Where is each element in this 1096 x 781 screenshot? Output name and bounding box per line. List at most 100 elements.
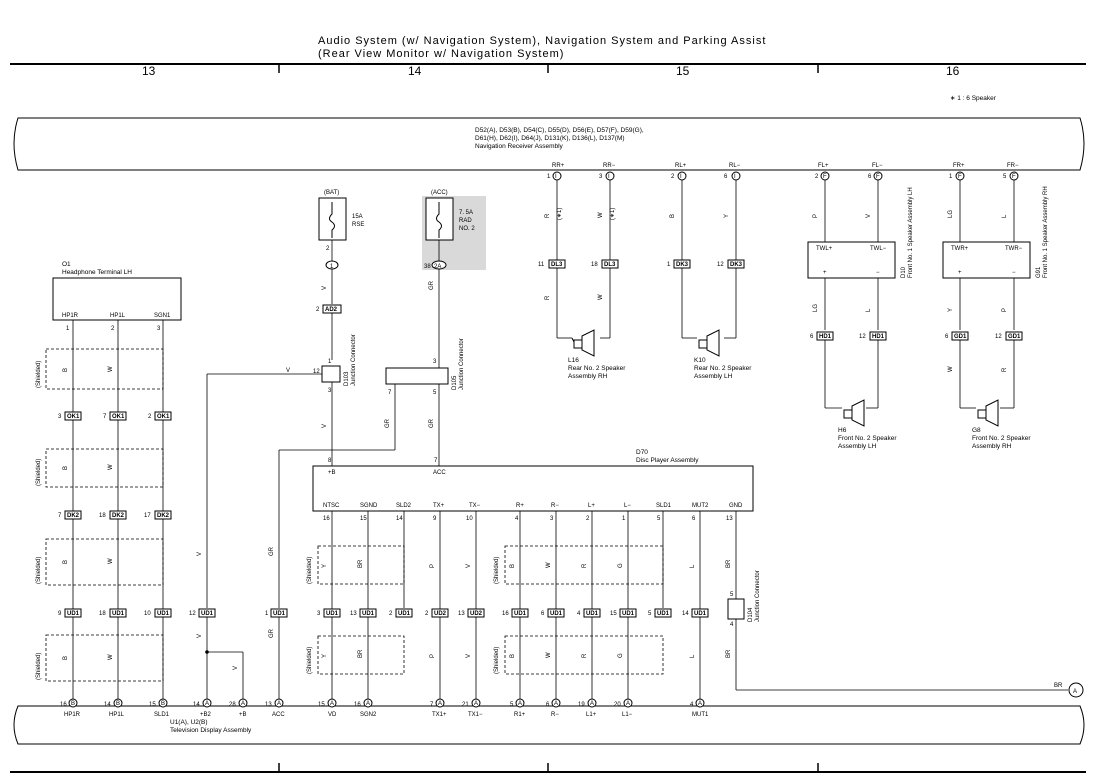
svg-text:+: + [958, 270, 962, 276]
shielded-label-5: (Shielded) [307, 557, 313, 584]
wire-color-mut2: L [690, 564, 696, 568]
wire-color-fl-low-minus: L [866, 308, 872, 312]
svg-text:DL3: DL3 [604, 262, 616, 268]
nav-receiver-name: Navigation Receiver Assembly [475, 143, 564, 150]
junction-d105: 3 7 5 D105 Junction Connector [386, 338, 465, 396]
svg-text:15A: 15A [352, 214, 363, 220]
svg-text:D105: D105 [452, 375, 458, 390]
connector-dl3-a: DL3 11 [538, 260, 565, 268]
svg-text:R+: R+ [516, 503, 524, 509]
svg-text:R1+: R1+ [514, 712, 526, 718]
svg-text:12: 12 [313, 369, 320, 375]
svg-text:16: 16 [60, 702, 67, 708]
svg-text:A: A [241, 701, 245, 707]
svg-text:TX1+: TX1+ [432, 712, 447, 718]
nav-receiver-outline [14, 118, 1084, 170]
svg-text:12: 12 [189, 611, 196, 617]
wire-color-rr-plus-low: R [545, 295, 551, 300]
shield-boxes-left [46, 349, 163, 681]
svg-text:TWR+: TWR+ [951, 246, 969, 252]
connector-ad2: AD2 2 [316, 305, 341, 313]
nav-pin-fr-plus: FR+ 1 F [949, 163, 965, 180]
svg-text:1: 1 [622, 516, 626, 522]
wire-color-vd: Y [322, 654, 328, 658]
wire-color-tx1-plus: P [430, 654, 436, 658]
wire-color-hp1l-c: W [108, 558, 114, 564]
svg-text:2A: 2A [434, 264, 441, 270]
svg-text:B: B [161, 701, 165, 707]
svg-text:15: 15 [149, 702, 156, 708]
svg-text:6: 6 [945, 334, 949, 340]
svg-text:D70: D70 [636, 449, 648, 456]
svg-text:D104: D104 [748, 607, 754, 622]
svg-text:9: 9 [58, 611, 62, 617]
svg-text:UD1: UD1 [586, 611, 599, 617]
diagram-title-line1: Audio System (w/ Navigation System), Nav… [318, 35, 766, 47]
junction-d103: 1 12 3 D103 Junction Connector [313, 334, 357, 394]
svg-text:TX1−: TX1− [468, 712, 483, 718]
svg-text:1: 1 [265, 611, 269, 617]
svg-text:UD2: UD2 [470, 611, 483, 617]
connector-gd1-b: GD1 12 [995, 332, 1022, 340]
wire-color-r1-minus: W [546, 652, 552, 658]
svg-text:UD1: UD1 [398, 611, 411, 617]
svg-text:+: + [823, 270, 827, 276]
shielded-label-3: (Shielded) [36, 557, 42, 584]
svg-text:R−: R− [551, 712, 559, 718]
svg-text:12: 12 [995, 334, 1002, 340]
svg-text:SGN2: SGN2 [360, 712, 377, 718]
svg-text:Front No. 1 Speaker Assembly L: Front No. 1 Speaker Assembly LH [908, 187, 914, 278]
nav-receiver-codes1: D52(A), D53(B), D54(C), D55(D), D56(E), … [475, 127, 644, 134]
svg-text:38: 38 [424, 264, 431, 270]
svg-text:D103: D103 [344, 371, 350, 386]
svg-text:DK2: DK2 [157, 513, 170, 519]
svg-text:Assembly LH: Assembly LH [694, 373, 733, 380]
svg-text:GD1: GD1 [954, 334, 967, 340]
connector-ud1-1: UD1 1 [265, 609, 287, 617]
svg-text:TWL−: TWL− [870, 246, 887, 252]
svg-text:1: 1 [330, 264, 334, 270]
column-15: 15 [676, 64, 690, 78]
svg-text:F: F [876, 174, 880, 180]
wire-color-gr-acc: GR [429, 418, 435, 428]
svg-text:UD1: UD1 [550, 611, 563, 617]
svg-text:OK1: OK1 [112, 414, 125, 420]
svg-text:DL3: DL3 [551, 262, 563, 268]
wire-color-sgn2: BR [358, 649, 364, 658]
wire-color-rr-minus-low: W [598, 294, 604, 300]
shielded-label-2: (Shielded) [36, 459, 42, 486]
svg-text:2: 2 [316, 307, 320, 313]
wire-color-rl-plus: B [670, 214, 676, 218]
wire-color-hp1r-a: B [63, 368, 69, 372]
svg-text:7. 5A: 7. 5A [459, 210, 473, 216]
svg-text:18: 18 [591, 262, 598, 268]
svg-text:5: 5 [657, 516, 661, 522]
wire-color-fr-bot-plus: W [948, 366, 954, 372]
svg-text:Front No. 2 Speaker: Front No. 2 Speaker [972, 435, 1031, 442]
wire-color-v-b: V [233, 666, 239, 670]
wire-color-mut1: L [690, 654, 696, 658]
svg-text:Headphone Terminal LH: Headphone Terminal LH [62, 269, 132, 276]
svg-text:SLD1: SLD1 [656, 503, 672, 509]
svg-text:1: 1 [547, 174, 551, 180]
svg-text:FL−: FL− [872, 163, 883, 169]
column-16: 16 [946, 64, 960, 78]
svg-text:K10: K10 [694, 357, 706, 364]
svg-text:UD1: UD1 [514, 611, 527, 617]
svg-text:Rear No. 2 Speaker: Rear No. 2 Speaker [568, 365, 626, 372]
svg-text:11: 11 [538, 262, 545, 268]
speaker-l16: L16 Rear No. 2 Speaker Assembly RH [568, 330, 626, 380]
svg-text:5: 5 [510, 702, 514, 708]
fuse-rad-no2: (ACC) 7. 5A RAD NO. 2 38 2A [422, 190, 486, 270]
svg-text:21: 21 [462, 702, 469, 708]
svg-text:TWR−: TWR− [1005, 246, 1023, 252]
shield-boxes-right [318, 546, 663, 674]
svg-text:6: 6 [868, 174, 872, 180]
svg-text:UD1: UD1 [362, 611, 375, 617]
rear-rh-wires [557, 180, 610, 338]
wire-color-rr-plus: R [545, 213, 551, 218]
column-13: 13 [142, 64, 156, 78]
splice-dk2: DK2 DK2 DK2 7 18 17 [58, 511, 171, 519]
svg-text:RR−: RR− [603, 163, 616, 169]
connector-hd1-a: HD1 6 [810, 332, 833, 340]
